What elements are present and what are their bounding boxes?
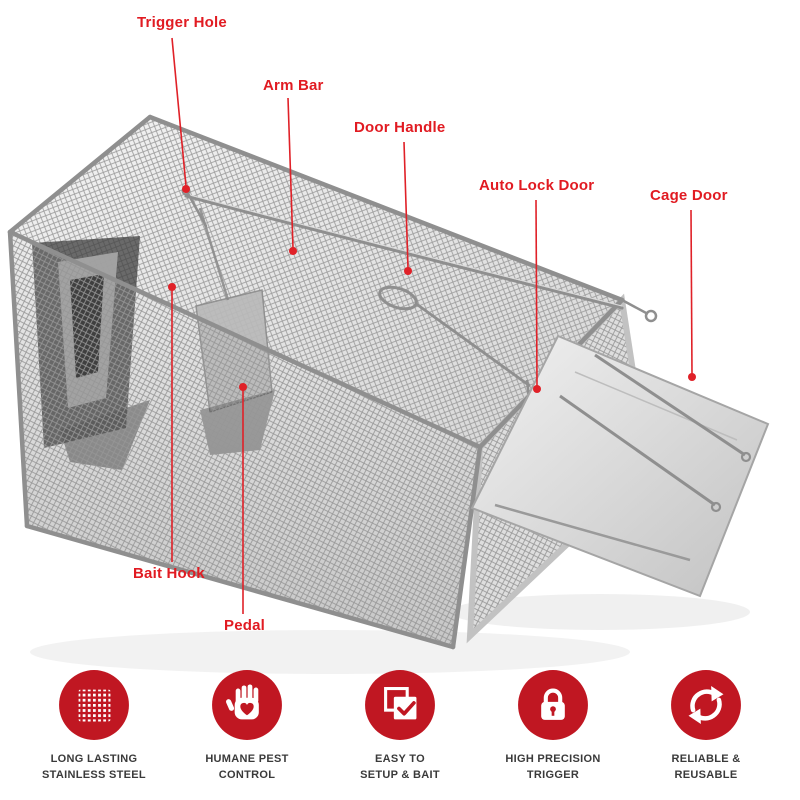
feature-caption: EASY TO SETUP & BAIT	[360, 753, 440, 781]
feature-precision-trigger: HIGH PRECISION TRIGGER	[480, 668, 626, 784]
mesh-grid-icon	[59, 670, 129, 740]
label-cage-door: Cage Door	[650, 187, 728, 204]
cage-door-plate	[470, 298, 770, 598]
features-row: LONG LASTING STAINLESS STEEL HUMANE PEST…	[0, 668, 800, 784]
label-trigger-hole: Trigger Hole	[137, 14, 227, 31]
label-door-handle: Door Handle	[354, 119, 446, 136]
label-pedal: Pedal	[224, 617, 266, 634]
door-shadow	[450, 594, 750, 630]
label-arm-bar: Arm Bar	[263, 77, 324, 94]
feature-easy-setup: EASY TO SETUP & BAIT	[327, 668, 473, 784]
feature-caption: RELIABLE & REUSABLE	[671, 753, 741, 781]
checklist-icon	[365, 670, 435, 740]
feature-stainless-steel: LONG LASTING STAINLESS STEEL	[21, 668, 167, 784]
feature-caption: HIGH PRECISION TRIGGER	[505, 753, 601, 781]
annotation-lines	[171, 37, 693, 614]
label-auto-lock-door: Auto Lock Door	[479, 177, 595, 194]
feature-caption: LONG LASTING STAINLESS STEEL	[42, 753, 146, 781]
feature-reusable: RELIABLE & REUSABLE	[633, 668, 779, 784]
cage-shadow	[30, 630, 630, 674]
label-bait-hook: Bait Hook	[133, 565, 205, 582]
feature-caption: HUMANE PEST CONTROL	[205, 753, 289, 781]
feature-humane: HUMANE PEST CONTROL	[174, 668, 320, 784]
recycle-icon	[671, 670, 741, 740]
cage-top-face	[10, 117, 622, 447]
door-handle-wire	[378, 285, 531, 388]
annotation-dots	[168, 185, 696, 393]
cage-front-face	[10, 207, 480, 647]
hand-heart-icon	[212, 670, 282, 740]
cage-frame-edges	[7, 114, 625, 650]
lock-icon	[518, 670, 588, 740]
